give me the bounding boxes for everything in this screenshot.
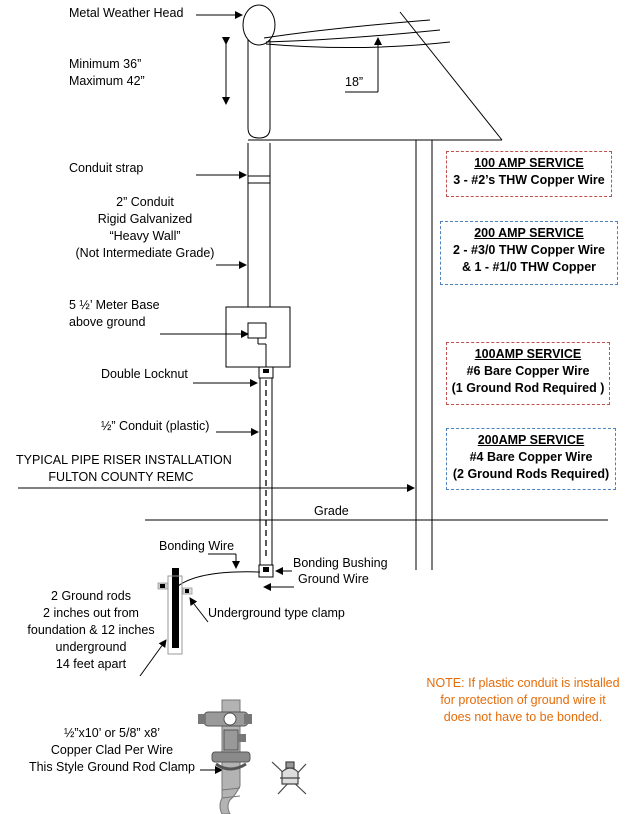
house-wall <box>415 140 433 570</box>
label-eighteen-inch: 18” <box>345 75 364 89</box>
weather-head-shape <box>242 4 276 46</box>
ground-rod <box>157 568 193 655</box>
label-ground-rods: 2 Ground rods 2 inches out from foundati… <box>27 589 155 671</box>
label-min-height: Minimum 36” <box>69 57 142 71</box>
service-box-100amp-ground: 100AMP SERVICE #6 Bare Copper Wire (1 Gr… <box>446 342 610 405</box>
label-rod-spec: ½”x10’ or 5/8” x8’ Copper Clad Per Wire … <box>28 726 196 774</box>
service-box-200amp-wire: 200 AMP SERVICE 2 - #3/0 THW Copper Wire… <box>440 221 618 285</box>
ground-wire <box>177 571 261 587</box>
conduit-2in <box>247 143 271 307</box>
label-weather-head: Metal Weather Head <box>69 6 184 20</box>
note-plastic-conduit: NOTE: If plastic conduit is installed fo… <box>426 676 620 724</box>
service-box-100amp-wire: 100 AMP SERVICE 3 - #2’s THW Copper Wire <box>446 151 612 197</box>
conduit-half-inch <box>259 378 273 565</box>
service-box-200amp-ground: 200AMP SERVICE #4 Bare Copper Wire (2 Gr… <box>446 428 616 490</box>
label-double-locknut: Double Locknut <box>101 367 188 381</box>
meter-socket <box>247 322 267 339</box>
label-conduit-half: ½” Conduit (plastic) <box>101 419 210 433</box>
label-bonding-bushing: Bonding Bushing <box>293 556 388 570</box>
label-typical-installation: TYPICAL PIPE RISER INSTALLATION FULTON C… <box>16 453 232 484</box>
rod-clamp-illustration <box>198 699 252 814</box>
label-grade: Grade <box>314 504 349 518</box>
label-meter-base: 5 ½’ Meter Base above ground <box>69 298 160 329</box>
label-bonding-wire: Bonding Wire <box>159 539 235 553</box>
label-underground-clamp: Underground type clamp <box>208 606 345 620</box>
label-conduit-2in: 2” Conduit Rigid Galvanized “Heavy Wall”… <box>75 195 215 260</box>
label-conduit-strap: Conduit strap <box>69 161 144 175</box>
label-max-height: Maximum 42” <box>69 74 145 88</box>
label-ground-wire: Ground Wire <box>298 572 369 586</box>
roof-line <box>248 11 503 141</box>
riser-pipe-upper <box>247 40 271 139</box>
clamp-icon <box>271 761 307 795</box>
label-arrows <box>18 11 415 774</box>
conduit-strap <box>247 175 271 184</box>
service-drop-wires <box>263 19 451 49</box>
